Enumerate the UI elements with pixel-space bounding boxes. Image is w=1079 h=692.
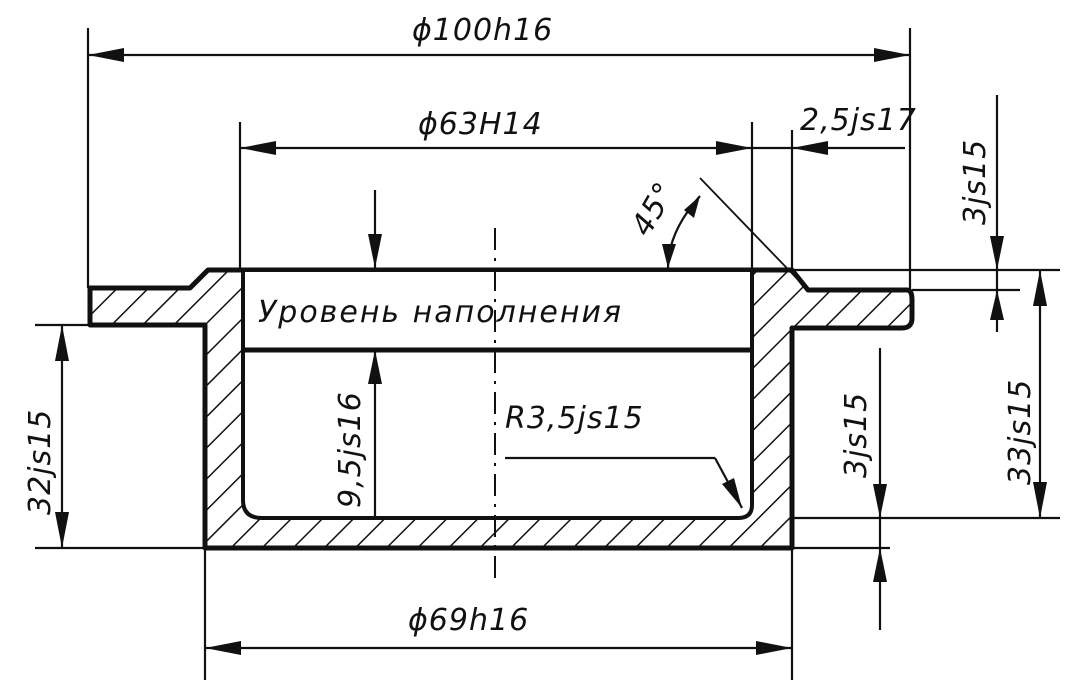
- outer-diameter-label: ϕ100h16: [412, 13, 553, 48]
- bottom-thickness-label: 3js15: [839, 392, 874, 478]
- base-diameter-label: ϕ69h16: [408, 603, 529, 638]
- depth-label: 9,5js16: [333, 391, 368, 508]
- chamfer-label: 2,5js17: [800, 103, 917, 138]
- top-thickness-label: 3js15: [958, 139, 993, 225]
- height-right-label: 33js15: [1003, 379, 1038, 485]
- cavity: [241, 268, 754, 520]
- fill-level-label: Уровень наполнения: [258, 295, 623, 330]
- radius-label: R3,5js15: [505, 401, 644, 436]
- inner-diameter-label: ϕ63H14: [418, 107, 543, 142]
- angle-label: 45°: [625, 176, 683, 242]
- height-left-label: 32js15: [23, 409, 58, 515]
